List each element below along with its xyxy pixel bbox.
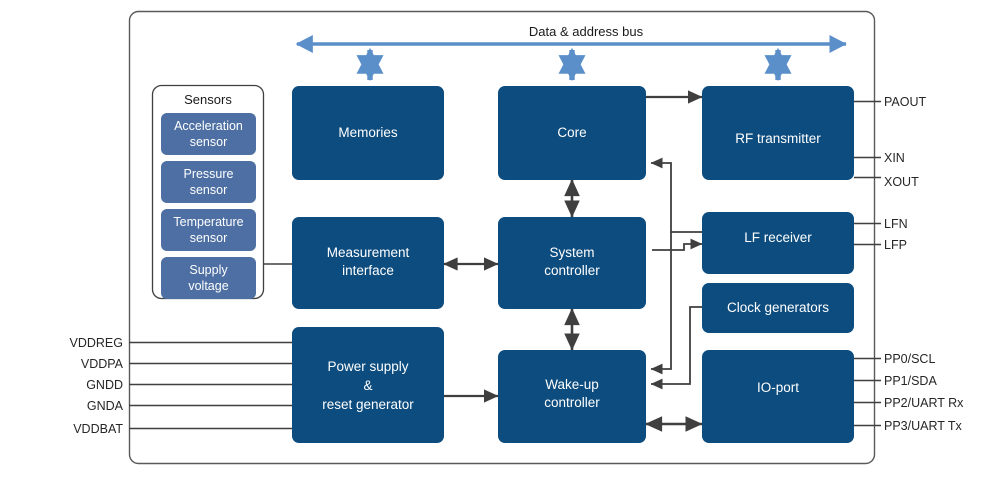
chip-boundary-frame — [128, 10, 876, 465]
pin-gnda[interactable]: GNDA — [87, 399, 292, 413]
pin-pp0-scl-label: PP0/SCL — [884, 352, 935, 366]
pin-xin-label: XIN — [884, 151, 905, 165]
connector-lf-receiver-to-core — [650, 157, 702, 233]
power-supply-box[interactable] — [292, 327, 444, 443]
clock-generators-label: Clock generators — [727, 300, 829, 315]
pin-xin[interactable]: XIN — [854, 151, 905, 165]
sensor-supply-voltage-line2: voltage — [188, 279, 228, 293]
pin-pp3-uart-tx-label: PP3/UART Tx — [884, 419, 963, 433]
pin-gndd[interactable]: GNDD — [86, 378, 292, 392]
pin-pp1-sda-label: PP1/SDA — [884, 374, 937, 388]
pin-vddpa[interactable]: VDDPA — [81, 357, 292, 371]
pin-xout[interactable]: XOUT — [854, 175, 919, 189]
system-controller-line2: controller — [544, 263, 600, 278]
power-supply-line2: & — [363, 378, 372, 393]
pin-pp3-uart-tx[interactable]: PP3/UART Tx — [854, 419, 963, 433]
pin-pp0-scl[interactable]: PP0/SCL — [854, 352, 935, 366]
block-memories[interactable]: Memories — [292, 86, 444, 180]
lf-receiver-label: LF receiver — [744, 230, 812, 245]
pin-pp2-uart-rx[interactable]: PP2/UART Rx — [854, 396, 964, 410]
pin-xout-label: XOUT — [884, 175, 919, 189]
pin-gnda-label: GNDA — [87, 399, 124, 413]
measurement-interface-line2: interface — [342, 263, 394, 278]
pin-group-left: VDDREG VDDPA GNDD GNDA VDDBAT — [70, 336, 292, 436]
block-rf-transmitter[interactable]: RF transmitter — [702, 86, 854, 180]
pin-pp2-uart-rx-label: PP2/UART Rx — [884, 396, 964, 410]
pin-lfp[interactable]: LFP — [854, 238, 907, 252]
measurement-interface-box[interactable] — [292, 217, 444, 309]
block-power-supply[interactable]: Power supply & reset generator — [292, 327, 444, 443]
sensor-acceleration-line2: sensor — [190, 135, 228, 149]
power-supply-line3: reset generator — [322, 397, 414, 412]
lf-receiver-box[interactable] — [702, 212, 854, 274]
sensor-supply-voltage-box[interactable] — [161, 257, 256, 299]
pin-vddpa-label: VDDPA — [81, 357, 124, 371]
pin-vddreg-label: VDDREG — [70, 336, 123, 350]
block-lf-receiver[interactable]: LF receiver — [702, 212, 854, 274]
block-core[interactable]: Core — [498, 86, 646, 180]
io-port-label: IO-port — [757, 380, 799, 395]
pin-gndd-label: GNDD — [86, 378, 123, 392]
wakeup-controller-line2: controller — [544, 395, 600, 410]
pin-lfn-label: LFN — [884, 217, 908, 231]
block-io-port[interactable]: IO-port — [702, 350, 854, 443]
pin-paout[interactable]: PAOUT — [854, 95, 926, 109]
wakeup-controller-line1: Wake-up — [545, 377, 599, 392]
core-label: Core — [557, 125, 586, 140]
pin-paout-label: PAOUT — [884, 95, 926, 109]
core-box[interactable] — [498, 86, 646, 180]
pin-group-right: PAOUT XIN XOUT LFN LFP PP0/SCL PP1/SDA — [854, 95, 964, 433]
sensor-temperature-line1: Temperature — [173, 215, 243, 229]
sensor-acceleration-line1: Acceleration — [174, 119, 243, 133]
pin-vddreg[interactable]: VDDREG — [70, 336, 292, 350]
sensor-pressure-box[interactable] — [161, 161, 256, 203]
block-clock-generators[interactable]: Clock generators — [702, 283, 854, 333]
measurement-interface-line1: Measurement — [327, 245, 410, 260]
rf-transmitter-box[interactable] — [702, 86, 854, 180]
io-port-box[interactable] — [702, 350, 854, 443]
block-measurement-interface[interactable]: Measurement interface — [292, 217, 444, 309]
pin-vddbat[interactable]: VDDBAT — [73, 422, 292, 436]
sensor-item-acceleration[interactable]: Acceleration sensor — [161, 113, 256, 155]
memories-label: Memories — [338, 125, 398, 140]
power-supply-line1: Power supply — [327, 359, 408, 374]
system-controller-box[interactable] — [498, 217, 646, 309]
system-controller-line1: System — [549, 245, 594, 260]
bus-label: Data & address bus — [529, 24, 644, 39]
block-wakeup-controller[interactable]: Wake-up controller — [498, 350, 646, 443]
sensor-item-pressure[interactable]: Pressure sensor — [161, 161, 256, 203]
sensor-acceleration-box[interactable] — [161, 113, 256, 155]
wakeup-controller-box[interactable] — [498, 350, 646, 443]
rf-transmitter-label: RF transmitter — [735, 131, 821, 146]
pin-vddbat-label: VDDBAT — [73, 422, 123, 436]
sensor-pressure-line1: Pressure — [183, 167, 233, 181]
connector-wakeup-to-lf-receiver — [652, 238, 703, 251]
sensor-temperature-line2: sensor — [190, 231, 228, 245]
connector-lf-receiver-to-wakeup — [650, 232, 672, 375]
memories-box[interactable] — [292, 86, 444, 180]
pin-pp1-sda[interactable]: PP1/SDA — [854, 374, 937, 388]
block-system-controller[interactable]: System controller — [498, 217, 646, 309]
sensor-item-temperature[interactable]: Temperature sensor — [161, 209, 256, 251]
clock-generators-box[interactable] — [702, 283, 854, 333]
sensor-supply-voltage-line1: Supply — [189, 263, 228, 277]
pin-lfp-label: LFP — [884, 238, 907, 252]
sensors-group-title: Sensors — [184, 92, 232, 107]
sensor-temperature-box[interactable] — [161, 209, 256, 251]
connector-clock-generators-to-wakeup — [650, 306, 702, 390]
sensor-item-supply-voltage[interactable]: Supply voltage — [161, 257, 256, 299]
sensor-pressure-line2: sensor — [190, 183, 228, 197]
pin-lfn[interactable]: LFN — [854, 217, 908, 231]
